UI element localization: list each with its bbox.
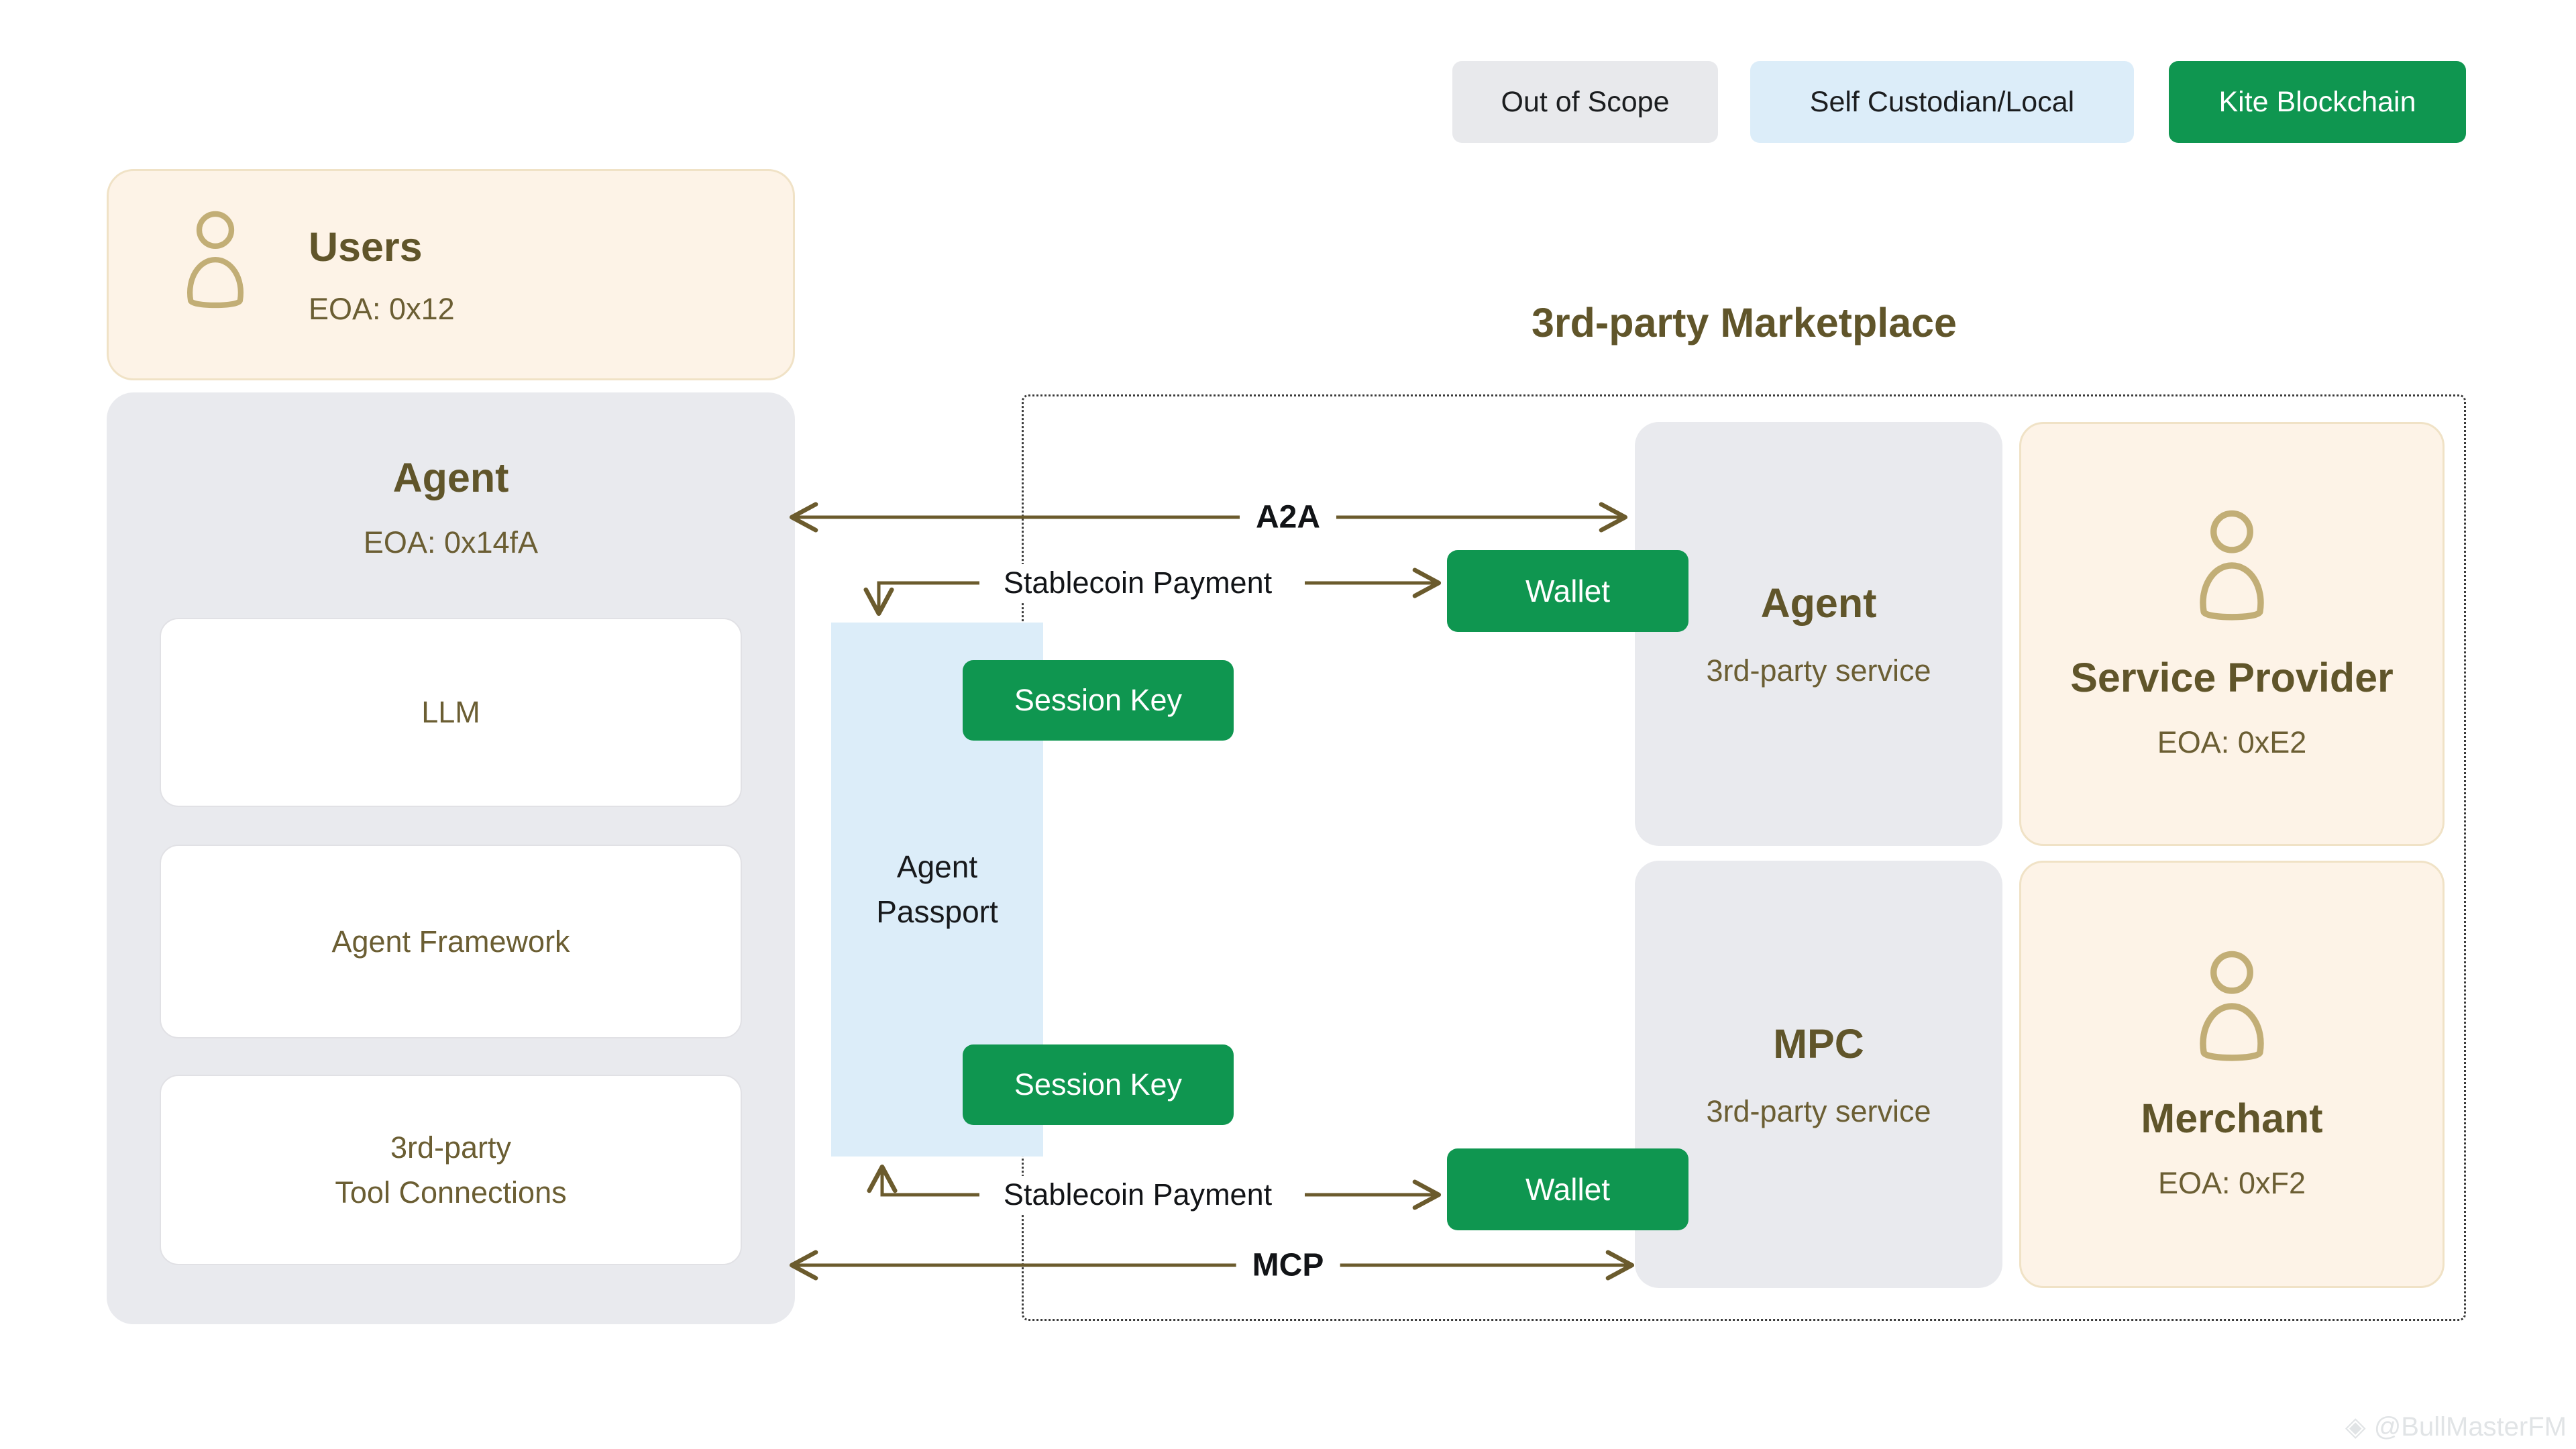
mpc-subtitle: 3rd-party service — [1706, 1093, 1931, 1128]
legend-self-custodian-local: Self Custodian/Local — [1750, 61, 2134, 143]
a2a-label: A2A — [1239, 497, 1337, 537]
mpc-box: MPC 3rd-party service — [1635, 861, 2002, 1288]
marketplace-title: 3rd-party Marketplace — [1532, 300, 1957, 345]
users-text-block: Users EOA: 0x12 — [309, 223, 455, 327]
marketplace-agent-title: Agent — [1760, 580, 1877, 626]
service-provider-box: Service Provider EOA: 0xE2 — [2019, 422, 2445, 846]
service-provider-eoa: EOA: 0xE2 — [2157, 725, 2307, 759]
marketplace-agent-box: Agent 3rd-party service — [1635, 422, 2002, 846]
watermark-diamond-icon: ◈ — [2345, 1412, 2366, 1442]
llm-label: LLM — [421, 695, 480, 730]
users-title: Users — [309, 223, 423, 270]
agent-framework-label: Agent Framework — [331, 924, 570, 959]
service-provider-icon — [2200, 510, 2264, 621]
wallet-top: Wallet — [1447, 550, 1688, 632]
merchant-eoa: EOA: 0xF2 — [2157, 1165, 2306, 1200]
session-key-bottom-label: Session Key — [1014, 1067, 1183, 1102]
llm-box: LLM — [160, 618, 742, 807]
legend-self-custodian-label: Self Custodian/Local — [1809, 85, 2075, 118]
service-provider-title: Service Provider — [2070, 655, 2394, 700]
stablecoin-payment-bottom-label: Stablecoin Payment — [987, 1176, 1289, 1214]
marketplace-agent-subtitle: 3rd-party service — [1706, 653, 1931, 688]
users-eoa: EOA: 0x12 — [309, 291, 455, 326]
tool-connections-label: 3rd-party Tool Connections — [335, 1130, 567, 1210]
tool-connections-box: 3rd-party Tool Connections — [160, 1075, 742, 1265]
wallet-bottom: Wallet — [1447, 1148, 1688, 1230]
legend-kite-blockchain: Kite Blockchain — [2169, 61, 2466, 143]
legend-out-of-scope: Out of Scope — [1452, 61, 1718, 143]
watermark-text: @BullMasterFM — [2373, 1411, 2567, 1442]
user-icon — [187, 211, 244, 308]
stablecoin-bottom-elbow-arrow — [867, 1164, 979, 1197]
wallet-top-label: Wallet — [1525, 574, 1611, 608]
stablecoin-payment-top-label: Stablecoin Payment — [987, 564, 1289, 602]
agent-title: Agent — [392, 455, 509, 500]
merchant-title: Merchant — [2141, 1095, 2323, 1141]
agent-passport-label: Agent Passport — [876, 849, 998, 929]
agent-eoa: EOA: 0x14fA — [363, 525, 539, 559]
legend-kite-blockchain-label: Kite Blockchain — [2218, 85, 2416, 118]
stablecoin-top-elbow-arrow — [863, 581, 979, 616]
session-key-top-label: Session Key — [1014, 683, 1183, 717]
session-key-bottom: Session Key — [963, 1044, 1234, 1125]
legend-out-of-scope-label: Out of Scope — [1501, 85, 1670, 118]
merchant-box: Merchant EOA: 0xF2 — [2019, 861, 2445, 1288]
agent-box: Agent EOA: 0x14fA LLM Agent Framework 3r… — [107, 392, 795, 1324]
watermark: ◈ @BullMasterFM — [2345, 1411, 2567, 1442]
users-box: Users EOA: 0x12 — [107, 169, 795, 380]
mcp-label: MCP — [1236, 1245, 1340, 1285]
session-key-top: Session Key — [963, 660, 1234, 741]
merchant-icon — [2200, 951, 2264, 1061]
mpc-title: MPC — [1773, 1020, 1864, 1067]
agent-framework-box: Agent Framework — [160, 845, 742, 1038]
wallet-bottom-label: Wallet — [1525, 1172, 1611, 1207]
